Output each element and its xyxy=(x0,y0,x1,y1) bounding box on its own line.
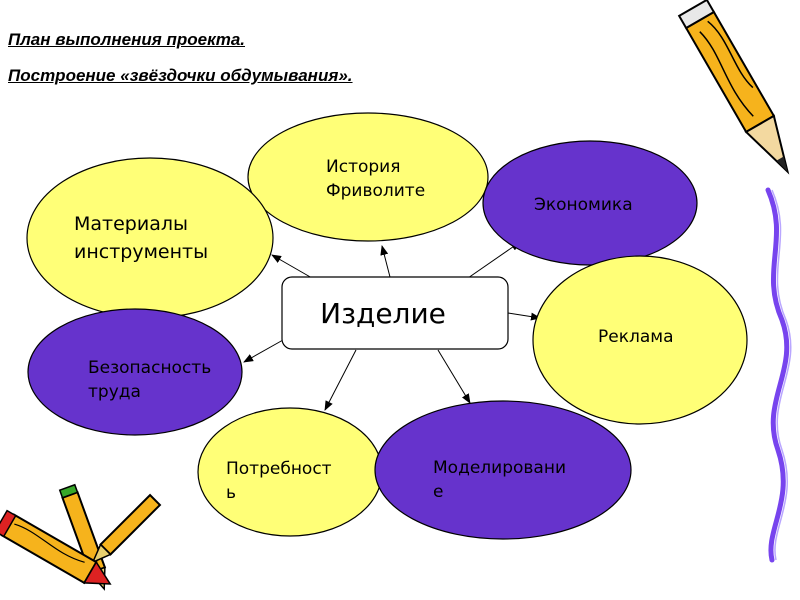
node-materials-label-2: инструменты xyxy=(74,241,208,263)
node-economics: Экономика xyxy=(482,140,698,266)
arrow-need xyxy=(324,349,357,411)
node-advertising-label-1: Реклама xyxy=(598,327,674,347)
svg-text:История Фриволите: История Фриволите xyxy=(326,157,425,201)
heading-plan: План выполнения проекта. xyxy=(8,30,246,49)
node-economics-shape xyxy=(482,140,698,266)
node-need: Потребност ь xyxy=(197,407,383,537)
svg-text:Материалы инструменты: Материалы инструменты xyxy=(74,213,208,263)
node-modeling: Моделировани е xyxy=(374,400,632,540)
arrow-advertising xyxy=(507,312,541,321)
node-history-label-1: История xyxy=(326,157,400,177)
heading-star: Построение «звёздочки обдумывания». xyxy=(8,66,353,85)
node-modeling-label-2: е xyxy=(433,482,443,502)
node-history: История Фриволите xyxy=(247,112,489,242)
center-label: Изделие xyxy=(320,297,446,330)
node-need-label-2: ь xyxy=(226,483,236,503)
node-safety-label-1: Безопасность xyxy=(88,358,211,378)
arrow-economics xyxy=(467,241,521,279)
pencil-icon xyxy=(677,0,790,175)
arrow-modeling xyxy=(437,349,471,404)
svg-text:Моделировани е: Моделировани е xyxy=(433,458,571,502)
ribbon-decoration xyxy=(765,187,790,563)
svg-text:Безопасность труда: Безопасность труда xyxy=(88,358,217,402)
node-advertising-shape xyxy=(532,255,748,425)
node-need-label-1: Потребност xyxy=(226,459,332,479)
node-history-label-2: Фриволите xyxy=(326,181,425,201)
node-modeling-shape xyxy=(374,400,632,540)
node-materials: Материалы инструменты xyxy=(26,157,274,319)
arrow-materials xyxy=(271,254,313,279)
crayons-icon xyxy=(0,483,162,591)
center-node: Изделие xyxy=(281,276,509,350)
node-modeling-label-1: Моделировани xyxy=(433,458,566,478)
node-materials-label-1: Материалы xyxy=(74,213,188,235)
svg-text:Реклама: Реклама xyxy=(598,327,674,347)
node-materials-shape xyxy=(26,157,274,319)
svg-text:Экономика: Экономика xyxy=(534,195,633,215)
node-history-shape xyxy=(247,112,489,242)
node-safety: Безопасность труда xyxy=(27,308,243,436)
arrow-history xyxy=(380,245,391,278)
ribbon-decoration-edge xyxy=(771,189,792,561)
node-safety-shape xyxy=(27,308,243,436)
center-box xyxy=(281,276,509,350)
arrow-safety xyxy=(243,339,284,363)
svg-text:Потребност ь: Потребност ь xyxy=(226,459,337,503)
node-economics-label-1: Экономика xyxy=(534,195,633,215)
node-advertising: Реклама xyxy=(532,255,748,425)
node-safety-label-2: труда xyxy=(88,382,141,402)
